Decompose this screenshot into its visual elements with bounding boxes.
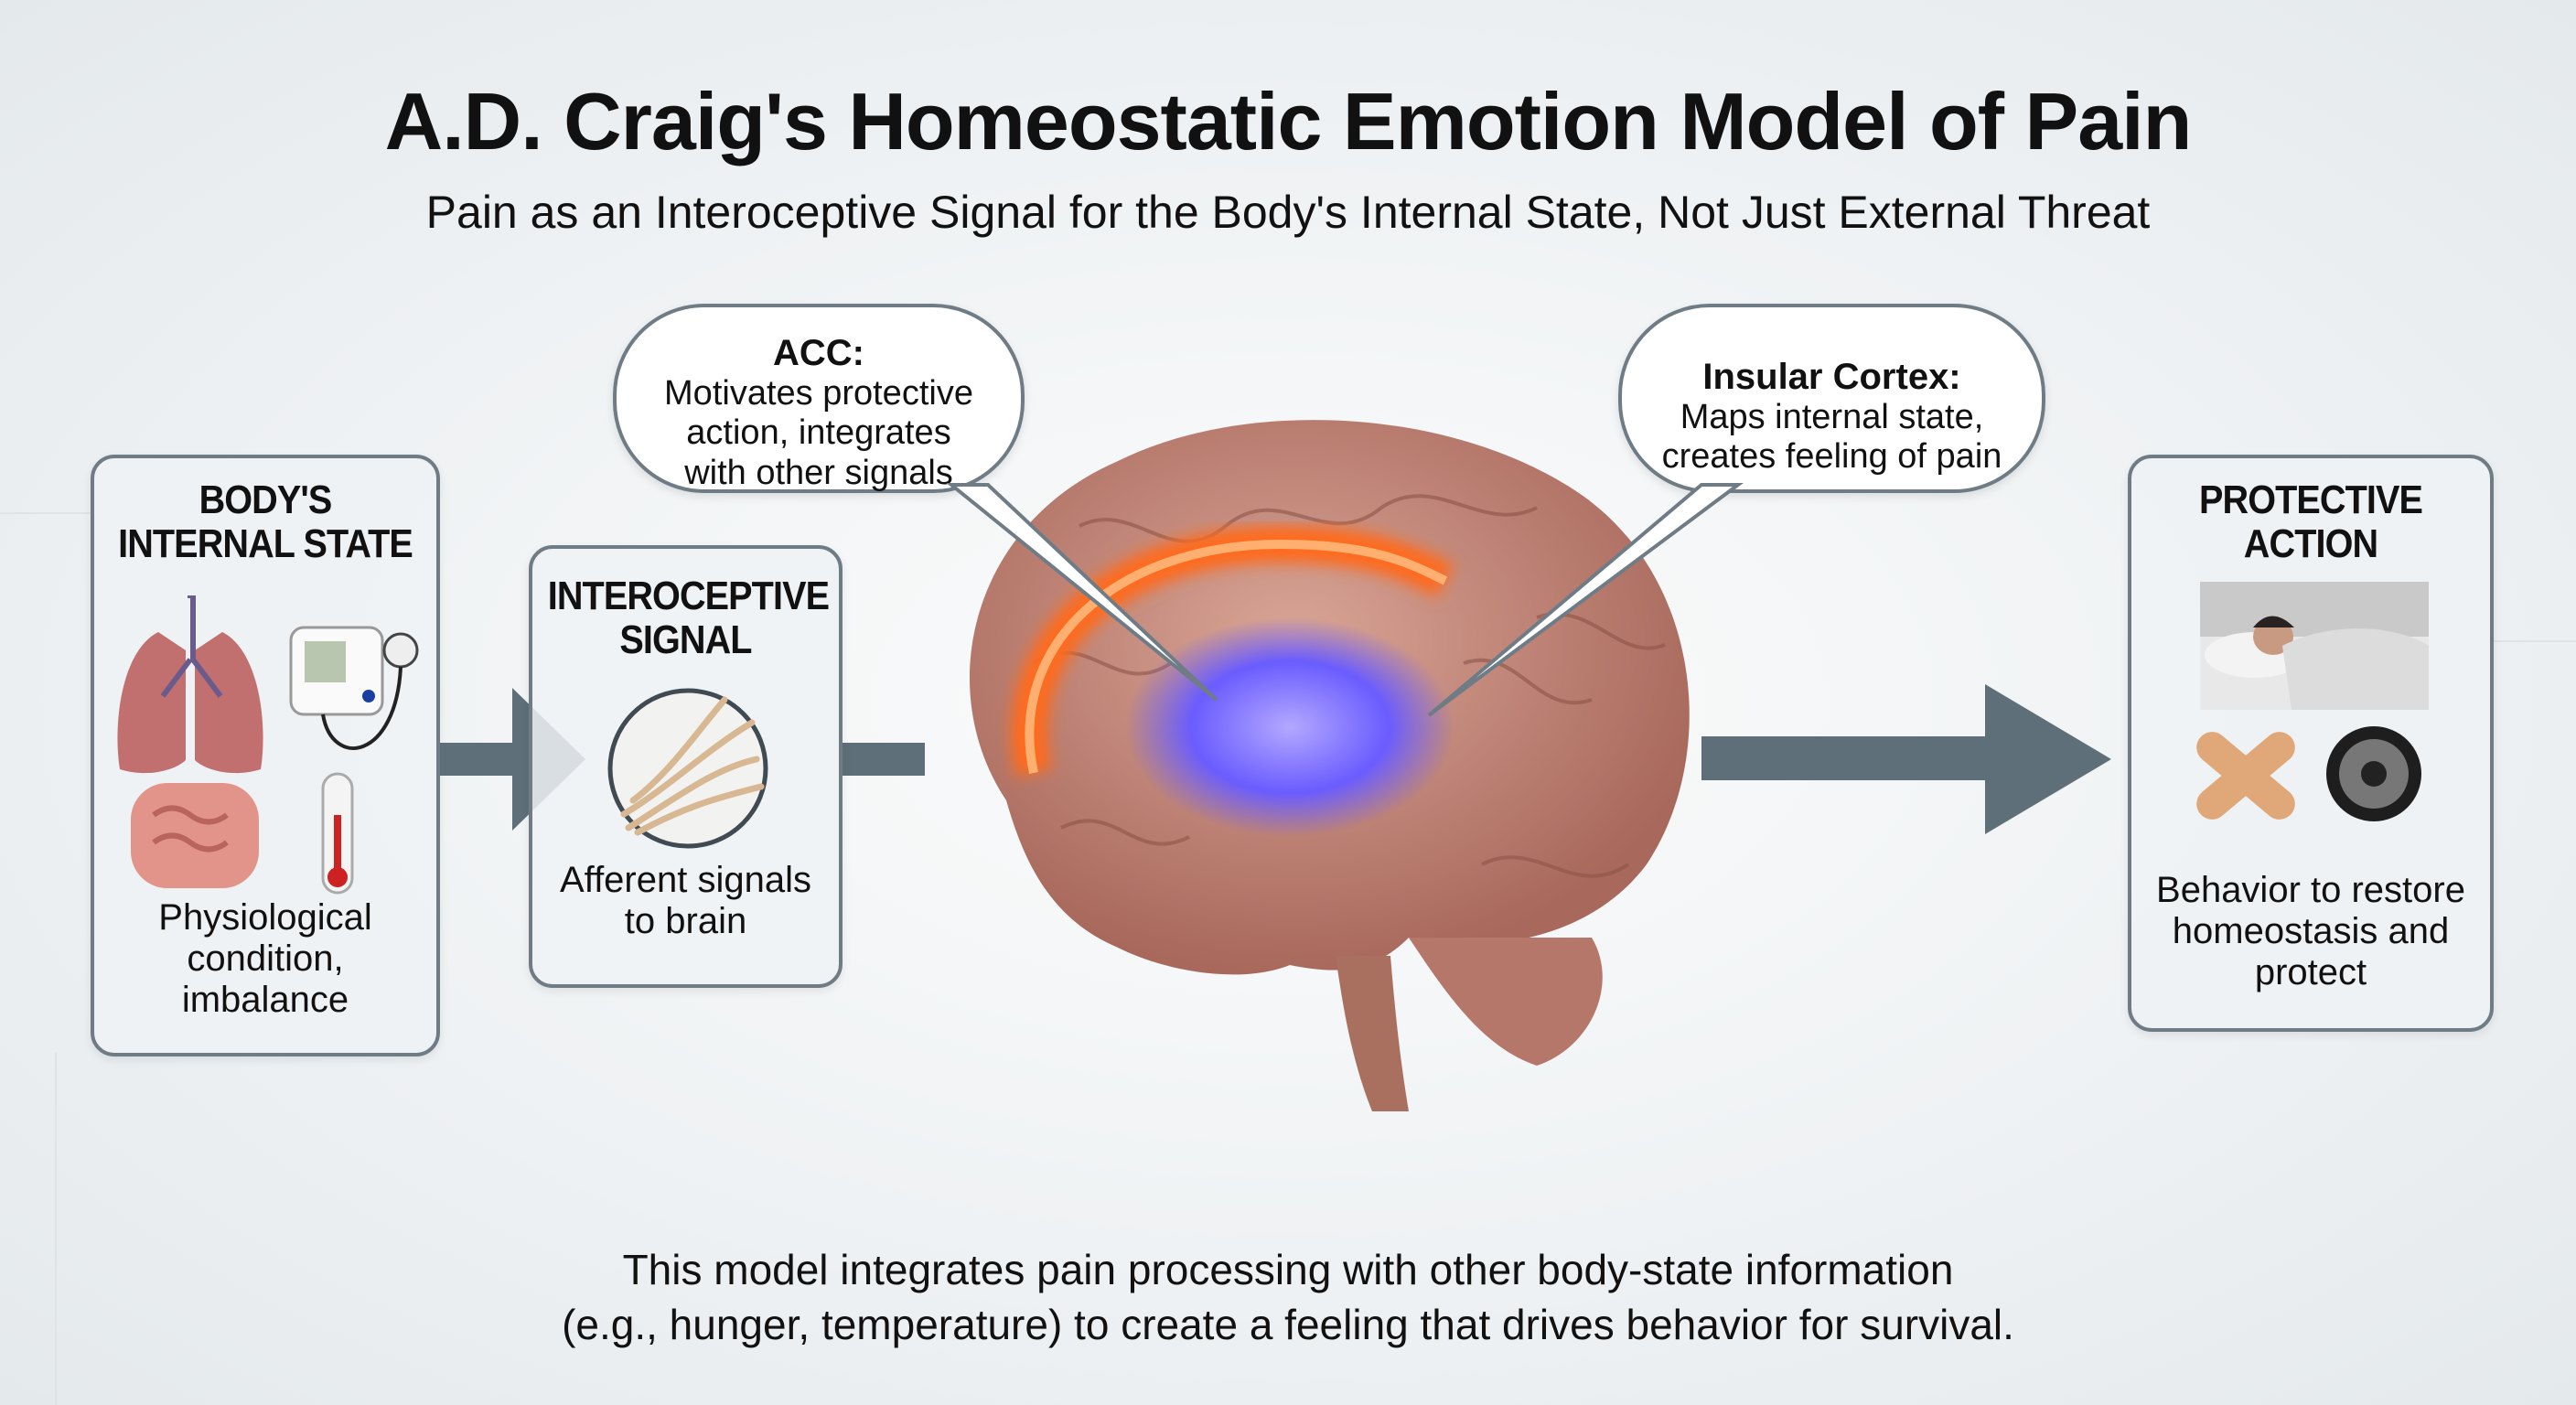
blood-pressure-monitor-icon [289, 626, 419, 750]
grid-line [55, 1052, 57, 1405]
panel-heading: ACTION [2243, 520, 2378, 566]
panel-description: Afferent signals [560, 860, 811, 900]
organ-icons [117, 595, 419, 895]
callout-label: Insular Cortex: [1702, 357, 1961, 397]
callout-text: Maps internal state, [1680, 398, 1984, 436]
insula-highlight [1125, 617, 1454, 837]
grid-line [2494, 640, 2576, 642]
page-subtitle: Pain as an Interoceptive Signal for the … [425, 187, 2151, 238]
panel-heading: BODY'S [199, 477, 333, 522]
action-icons [2196, 726, 2421, 821]
intestines-icon [131, 783, 259, 888]
callout-label: ACC: [773, 333, 864, 373]
cerebellum [1409, 938, 1603, 1066]
arrow-head-brain-to-action [1985, 684, 2111, 834]
panel-description: condition, [187, 938, 344, 979]
panel-description: to brain [624, 900, 747, 941]
panel-description: Behavior to restore [2156, 870, 2465, 910]
callout-text: creates feeling of pain [1661, 437, 2002, 477]
sleeping-person-image [2200, 582, 2429, 710]
nerve-fibers-icon [607, 688, 768, 849]
panel-description: Physiological [158, 897, 372, 938]
lungs-icon [117, 595, 263, 774]
brainstem [1336, 956, 1409, 1111]
footer-line: This model integrates pain processing wi… [622, 1246, 1954, 1293]
panel-heading: PROTECTIVE [2198, 477, 2423, 522]
panel-description: imbalance [181, 979, 349, 1020]
callout-text: with other signals [684, 453, 953, 492]
bandage-icon [2196, 732, 2295, 820]
speaker-icon [2326, 726, 2421, 821]
callout-text: Motivates protective [664, 374, 973, 413]
arrow-signal-to-brain [843, 743, 925, 776]
arrow-brain-to-action [1701, 736, 2003, 780]
panel-heading: SIGNAL [619, 617, 752, 662]
callout-text: action, integrates [686, 413, 951, 453]
panel-heading: INTEROCEPTIVE [547, 574, 830, 618]
arrow-body-to-signal [440, 743, 522, 776]
brain-illustration [970, 420, 1690, 1111]
grid-line [0, 512, 91, 514]
panel-heading: INTERNAL STATE [118, 520, 413, 566]
thermometer-icon [321, 772, 354, 895]
panel-description: protect [2254, 951, 2367, 992]
footer-line: (e.g., hunger, temperature) to create a … [562, 1301, 2014, 1348]
page-title: A.D. Craig's Homeostatic Emotion Model o… [384, 76, 2193, 166]
panel-description: homeostasis and [2172, 910, 2450, 951]
acc-callout: ACC: Motivates protective action, integr… [613, 304, 1025, 493]
footer-note: This model integrates pain processing wi… [0, 1242, 2576, 1352]
insular-cortex-callout: Insular Cortex: Maps internal state, cre… [1618, 304, 2045, 493]
